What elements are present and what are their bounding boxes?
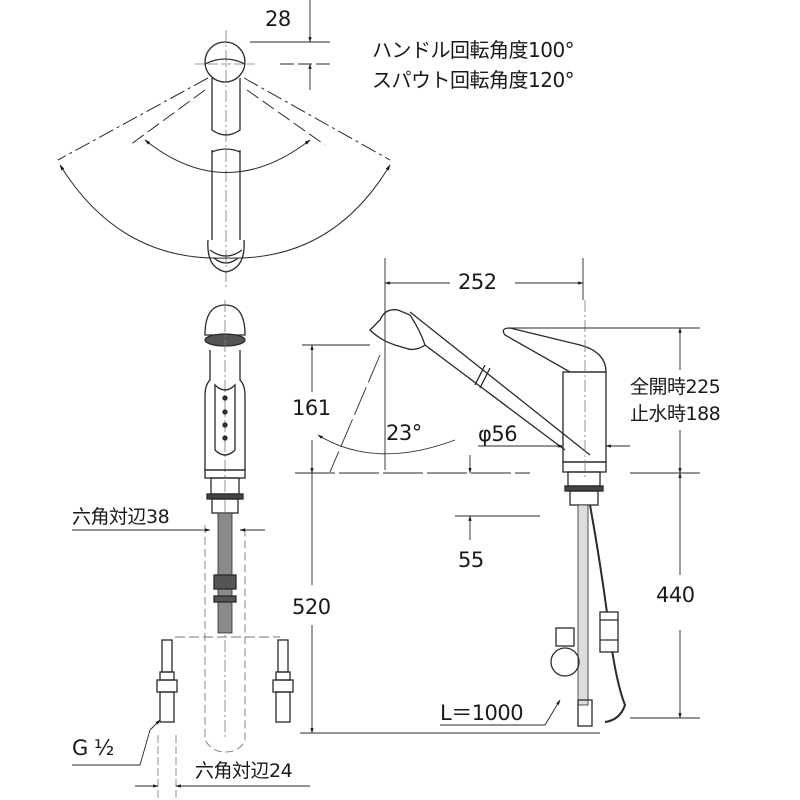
thread-g-half-label: G ½ [72,736,114,760]
handle-rotation-label: ハンドル回転角度100° [372,38,575,62]
below-deck-440-label: 440 [656,583,695,607]
diameter-56-label: φ56 [478,422,518,446]
reach-252-label: 252 [458,270,497,294]
side-view [295,258,700,734]
front-view [72,300,310,800]
handle-open-height-label: 全開時225 [630,376,721,398]
handle-closed-height-label: 止水時188 [630,403,721,425]
top-view [57,0,391,290]
hex-24-label: 六角対辺24 [195,760,293,782]
spout-rotation-label: スパウト回転角度120° [372,68,575,92]
hose-length-label: L＝1000 [440,701,524,725]
deck-55-label: 55 [458,548,484,572]
height-161-label: 161 [292,396,331,420]
angle-23-label: 23° [386,421,422,445]
length-520-label: 520 [292,595,331,619]
hex-38-label: 六角対辺38 [72,506,170,528]
width-28-label: 28 [265,7,291,31]
